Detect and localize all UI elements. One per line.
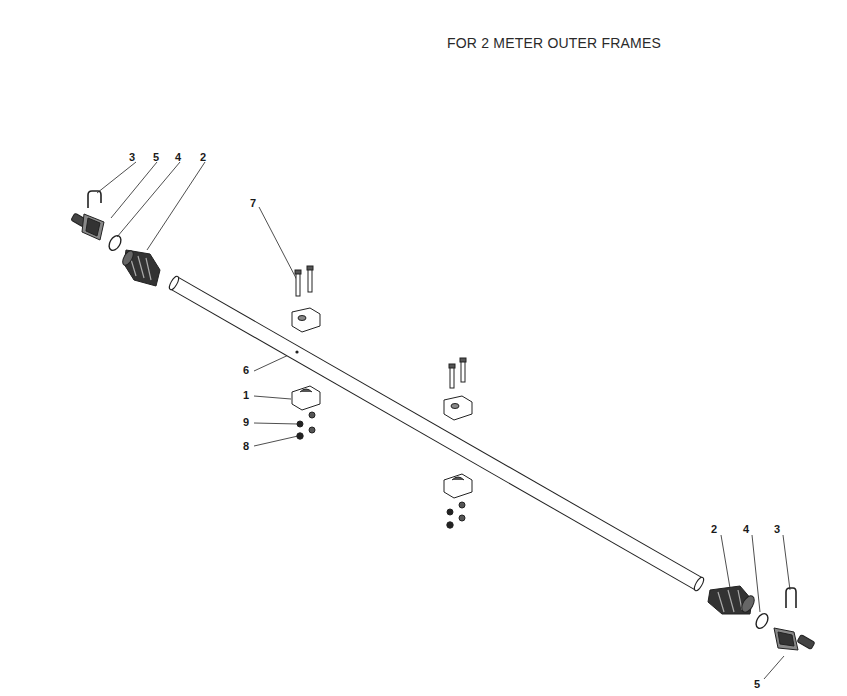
- callout-number: 5: [153, 151, 159, 163]
- callout-number: 4: [175, 151, 181, 163]
- callout-number: 7: [250, 197, 256, 209]
- callout-number: 5: [754, 678, 760, 690]
- left-fittings: [71, 191, 160, 286]
- callout-number: 6: [243, 364, 249, 376]
- right-fittings: [708, 586, 815, 650]
- left-clamps: [292, 266, 320, 439]
- callout-number: 8: [243, 440, 249, 452]
- callout-number: 2: [200, 151, 206, 163]
- callout-number: 1: [243, 389, 249, 401]
- right-clamps: [444, 358, 472, 528]
- tube: [168, 275, 706, 592]
- callout-number: 4: [743, 523, 749, 535]
- callout-number: 2: [711, 523, 717, 535]
- leader-lines: [97, 162, 790, 679]
- callout-number: 3: [129, 151, 135, 163]
- callout-number: 9: [243, 416, 249, 428]
- callout-number: 3: [774, 523, 780, 535]
- page-title: FOR 2 METER OUTER FRAMES: [447, 35, 661, 51]
